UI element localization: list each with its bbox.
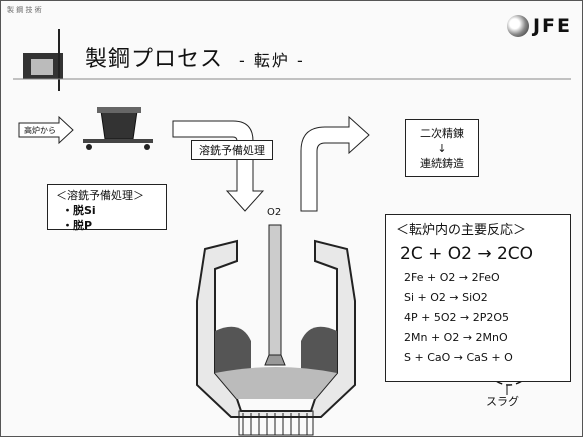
logo-text: JFE	[532, 15, 572, 37]
ladle-icon	[83, 107, 153, 150]
page-title: 製鋼プロセス - 転炉 -	[85, 41, 305, 73]
lance-tip	[264, 354, 286, 366]
from-furnace-label: 高炉から	[24, 126, 56, 135]
title-main: 製鋼プロセス	[85, 47, 224, 72]
oxygen-label: O2	[267, 207, 282, 218]
converter-vessel	[196, 239, 356, 436]
reaction-line: S + CaO → CaS + O	[404, 351, 513, 364]
slag-label: スラグ	[486, 395, 519, 408]
reaction-line: Si + O2 → SiO2	[404, 291, 488, 304]
pretreatment-process-box: 溶銑予備処理	[191, 140, 273, 160]
logo-sphere-icon	[506, 15, 529, 37]
reaction-main: 2C + O2 → 2CO	[400, 244, 534, 264]
pretreatment-item: ・脱P	[62, 219, 93, 232]
from-furnace-arrow	[18, 115, 74, 145]
reaction-line: 2Fe + O2 → 2FeO	[404, 271, 500, 284]
reactions-box: ＜転炉内の主要反応＞ 2C + O2 → 2CO 2Fe + O2 → 2FeO…	[385, 214, 571, 382]
title-subtitle: - 転炉 -	[239, 51, 305, 70]
secondary-refining-label: 二次精錬	[420, 127, 464, 140]
reactions-title: ＜転炉内の主要反応＞	[396, 223, 527, 238]
refining-casting-box: 二次精錬 ↓ 連続鋳造	[405, 119, 479, 177]
reaction-line: 4P + 5O2 → 2P2O5	[404, 311, 509, 324]
corner-label: 製 鋼 技 術	[7, 6, 42, 14]
reaction-line: 2Mn + O2 → 2MnO	[404, 331, 508, 344]
pretreatment-flow-arrow	[172, 120, 265, 212]
pretreatment-item: ・脱Si	[62, 204, 96, 217]
down-arrow-icon: ↓	[437, 142, 447, 155]
oxygen-lance	[268, 224, 282, 356]
continuous-casting-label: 連続鋳造	[420, 157, 464, 170]
pretreatment-detail-box: ＜溶銑予備処理＞ ・脱Si ・脱P	[47, 184, 167, 232]
to-refining-arrow	[300, 115, 370, 212]
pretreatment-detail-title: ＜溶銑予備処理＞	[56, 189, 144, 202]
title-decoration-inner	[31, 59, 53, 75]
company-logo: JFE	[506, 15, 572, 37]
